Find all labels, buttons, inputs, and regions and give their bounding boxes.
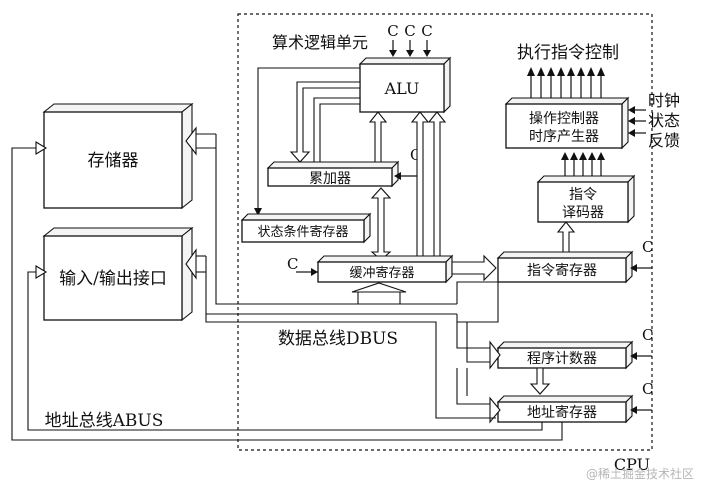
memory-label: 存储器 (88, 151, 139, 171)
clock-signal-label: 时钟 (648, 91, 680, 110)
buffer-register-unit: 缓冲寄存器 (316, 254, 454, 284)
controller-unit: 操作控制器 时序产生器 (504, 96, 630, 150)
alu-title: 算术逻辑单元 (272, 33, 368, 52)
buffer-clock: C (287, 255, 298, 273)
instruction-register-label: 指令寄存器 (527, 262, 597, 279)
decoder-label-2: 译码器 (562, 205, 604, 221)
alu-unit: ALU (358, 56, 452, 114)
alu-clock-1: C (387, 22, 398, 40)
program-counter-unit: 程序计数器 (496, 340, 634, 370)
cpu-boundary (237, 13, 653, 451)
buffer-register-label: 缓冲寄存器 (349, 265, 414, 281)
io-unit: 输入/输出接口 (42, 226, 194, 322)
decoder-label-1: 指令 (569, 187, 597, 203)
address-bus-label: 地址总线ABUS (45, 411, 164, 431)
decoder-to-controller-arrows (561, 152, 605, 176)
exec-control-label: 执行指令控制 (517, 43, 619, 63)
controller-label-1: 操作控制器 (529, 111, 599, 127)
decoder-unit: 指令 译码器 (536, 174, 636, 224)
accumulator-unit: 累加器 (266, 160, 400, 188)
data-bus-label: 数据总线DBUS (278, 329, 398, 349)
status-signal-label: 状态 (648, 111, 680, 130)
accumulator-label: 累加器 (309, 171, 351, 187)
ir-clock: C (642, 238, 653, 256)
address-register-label: 地址寄存器 (527, 404, 597, 421)
program-counter-label: 程序计数器 (527, 351, 597, 367)
status-register-label: 状态条件寄存器 (257, 224, 348, 240)
watermark: @稀土掘金技术社区 (586, 466, 694, 481)
data-bus (185, 126, 501, 424)
ar-clock: C (642, 380, 653, 398)
acc-clock: C (410, 146, 421, 164)
instruction-register-unit: 指令寄存器 (496, 250, 634, 284)
io-label: 输入/输出接口 (59, 269, 167, 289)
cpu-label: CPU (614, 455, 650, 474)
status-register-unit: 状态条件寄存器 (240, 212, 372, 244)
address-bus (11, 141, 563, 441)
exec-control-arrows (527, 67, 605, 98)
address-register-unit: 地址寄存器 (496, 394, 634, 424)
alu-clock-2: C (404, 22, 415, 40)
pc-clock: C (642, 326, 653, 344)
feedback-signal-label: 反馈 (648, 131, 680, 150)
alu-label: ALU (384, 79, 420, 98)
controller-label-2: 时序产生器 (529, 129, 599, 145)
alu-clock-3: C (421, 22, 432, 40)
memory-unit: 存储器 (42, 102, 194, 210)
